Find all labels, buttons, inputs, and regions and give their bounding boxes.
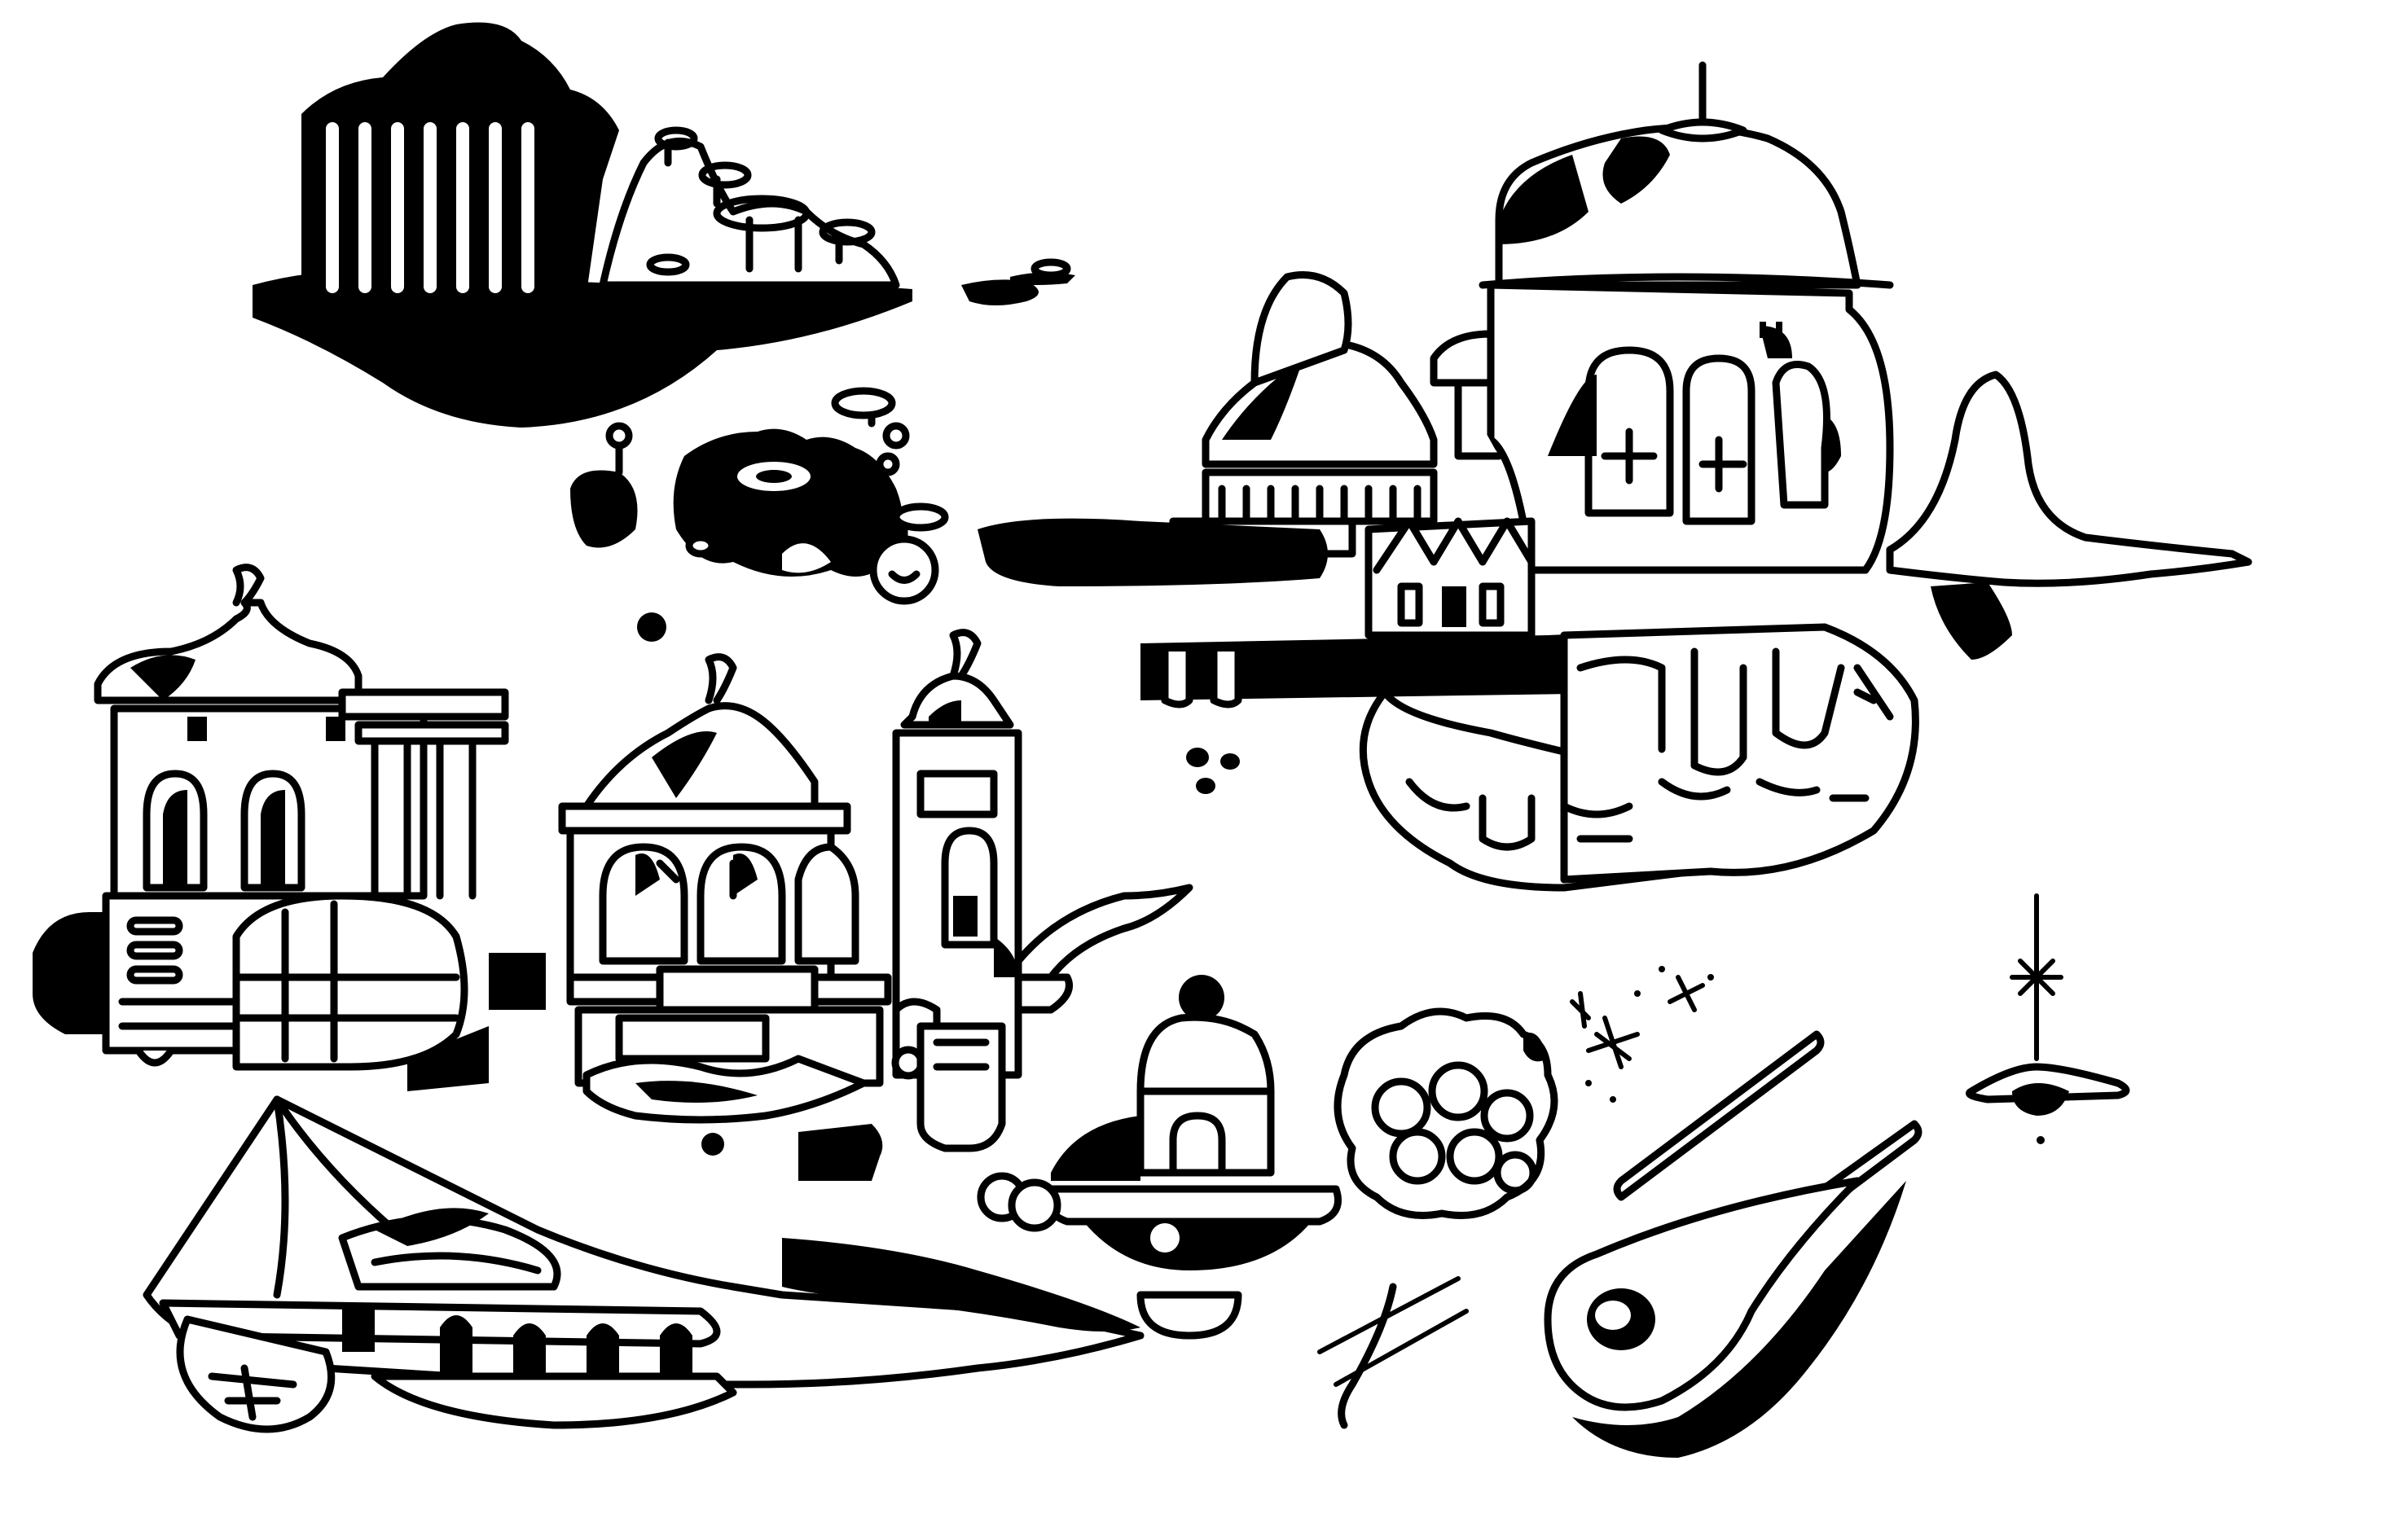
spire-craft [1966, 893, 2130, 1144]
small-islet [961, 258, 1075, 305]
comet [1317, 1030, 1922, 1458]
domed-palace-ship [33, 564, 509, 1071]
ornate-tower-ship [407, 629, 1193, 1222]
floating-island-temple [253, 22, 912, 428]
rocky-islet-cluster [570, 387, 949, 642]
dome-pod [1008, 975, 1342, 1340]
sail-boat-ship [143, 1095, 1145, 1433]
cloud-cluster [1334, 1007, 1558, 1219]
sparkles [1570, 966, 1714, 1103]
large-airship-city [978, 61, 2252, 892]
